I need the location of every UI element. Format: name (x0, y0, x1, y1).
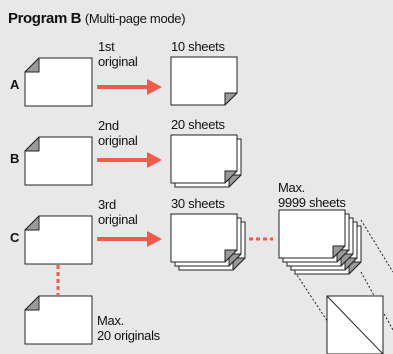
arrow-a (97, 79, 162, 95)
original-fold (24, 136, 40, 152)
stack-20-sheets (170, 134, 242, 188)
original-label-3rd: 3rd original (98, 197, 138, 227)
arrows-group (97, 79, 162, 247)
row-label-b: B (10, 151, 20, 166)
fan-dotted-line (360, 219, 393, 273)
stack-fold (336, 249, 350, 263)
stack-fold (228, 174, 242, 188)
fanned-stack (278, 209, 393, 354)
stack-10-sheets (170, 56, 238, 106)
stacks-group (170, 56, 246, 271)
stack-fold (332, 245, 346, 259)
stack-30-sheets (170, 213, 246, 271)
diagram-title: Program B (Multi-page mode) (8, 10, 186, 27)
sheet-count-20: 20 sheets (171, 117, 225, 132)
max-originals-label: Max. 20 originals (97, 313, 160, 343)
original-max (24, 295, 93, 345)
stack-fold (224, 92, 238, 106)
arrow-c (97, 231, 162, 247)
sheet-count-30: 30 sheets (171, 196, 225, 211)
arrow-head (147, 231, 162, 247)
original-c (24, 215, 93, 265)
original-fold (24, 215, 40, 231)
stack-fold (348, 261, 362, 275)
arrow-head (147, 152, 162, 168)
stack-max-sheets (278, 209, 393, 354)
fan-far-edge (326, 295, 384, 354)
arrow-head (147, 79, 162, 95)
original-label-2nd: 2nd original (98, 118, 138, 148)
stack-fold (232, 257, 246, 271)
original-label-1st: 1st original (98, 39, 138, 69)
row-label-c: C (10, 230, 20, 245)
dashed-connectors (56, 237, 273, 296)
max-sheets-label: Max. 9999 sheets (278, 180, 346, 210)
sheet-count-10: 10 sheets (171, 39, 225, 54)
arrow-b (97, 152, 162, 168)
stack-fold (228, 253, 242, 267)
stack-fold (340, 253, 354, 267)
row-label-a: A (10, 77, 20, 92)
fan-front-stack (278, 209, 362, 275)
originals-group (24, 57, 93, 345)
diagram-subtitle: (Multi-page mode) (84, 11, 186, 26)
stack-fold (344, 257, 358, 271)
original-fold (24, 295, 40, 311)
original-b (24, 136, 93, 186)
original-fold (24, 57, 40, 73)
original-a (24, 57, 93, 107)
stack-fold (224, 170, 238, 184)
stack-fold (224, 249, 238, 263)
